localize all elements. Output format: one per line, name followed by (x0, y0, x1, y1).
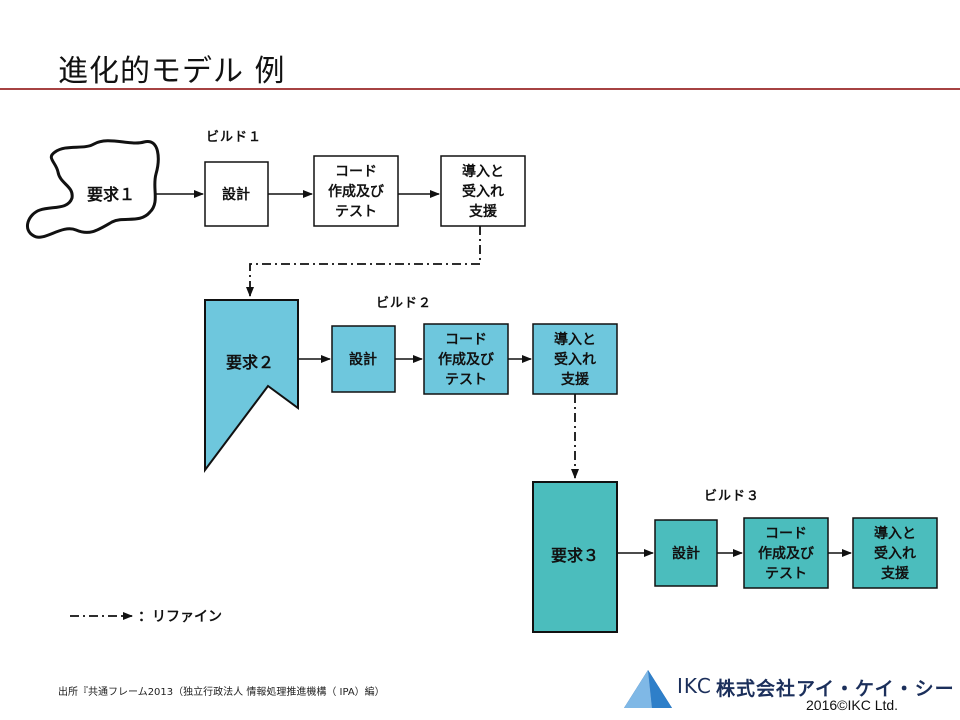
source-note: 出所『共通フレーム2013（独立行政法人 情報処理推進機構（ IPA）編） (58, 687, 385, 698)
brand-name-jp: 株式会社アイ・ケイ・シー (716, 678, 955, 700)
brand-name-en: IKC (677, 674, 712, 698)
requirement-2-shape (204, 299, 299, 473)
step-line: テスト (765, 566, 807, 582)
step-line: 支援 (560, 371, 590, 388)
build-3-deploy-text: 導入と受入れ支援 (874, 525, 916, 582)
build-2-design-box (331, 325, 396, 393)
step-line: テスト (445, 372, 487, 388)
step-line: 作成及び (328, 183, 385, 200)
requirement-2-label: 要求２ (226, 353, 274, 372)
copyright: 2016©IKC Ltd. (806, 697, 899, 713)
step-line: 導入と (462, 163, 504, 180)
step-line: コード (765, 526, 807, 542)
build-2-code-box (423, 323, 509, 395)
build-1-deploy-box (440, 155, 526, 227)
requirement-3-label: 要求３ (551, 546, 599, 565)
step-line: 導入と (554, 331, 596, 348)
build-3-deploy-box (852, 517, 938, 589)
step-line: 作成及び (438, 351, 495, 368)
build-1-deploy-text: 導入と受入れ支援 (462, 163, 504, 220)
build-3-code-box (743, 517, 829, 589)
step-line: 受入れ (554, 351, 596, 368)
build-2-code-text: コード作成及びテスト (438, 332, 495, 388)
refine-arrow-1-2 (246, 226, 481, 297)
requirement-3-box (532, 481, 618, 633)
step-line: コード (445, 332, 487, 348)
build-2-deploy-text: 導入と受入れ支援 (554, 331, 596, 388)
step-line: テスト (335, 204, 377, 220)
step-line: 受入れ (462, 183, 504, 200)
build-2-design-text: 設計 (349, 351, 377, 368)
ikc-logo-icon (624, 670, 672, 708)
step-line: 設計 (222, 186, 250, 203)
build-3-design-box (654, 519, 718, 587)
build-1-design-text: 設計 (222, 186, 250, 203)
step-line: コード (335, 164, 377, 180)
build-2-label: ビルド２ (376, 295, 432, 311)
build-1-code-text: コード作成及びテスト (328, 164, 385, 220)
step-line: 設計 (349, 351, 377, 368)
step-line: 受入れ (874, 545, 916, 562)
requirement-1-label: 要求１ (87, 185, 135, 204)
build-1-label: ビルド１ (206, 129, 262, 145)
step-line: 支援 (468, 203, 498, 220)
step-line: 設計 (672, 545, 700, 562)
step-line: 支援 (880, 565, 910, 582)
title-rule (0, 88, 960, 90)
legend-refine-label: ：リファイン (138, 609, 222, 625)
step-line: 導入と (874, 525, 916, 542)
build-1-code-box (313, 155, 399, 227)
page-title: 進化的モデル 例 (58, 54, 286, 89)
build-3-design-text: 設計 (672, 545, 700, 562)
build-3-label: ビルド３ (704, 488, 760, 504)
build-2-deploy-box (532, 323, 618, 395)
build-1-design-box (204, 161, 269, 227)
requirement-1-cloud (25, 139, 160, 239)
step-line: 作成及び (758, 545, 815, 562)
build-3-code-text: コード作成及びテスト (758, 526, 815, 582)
